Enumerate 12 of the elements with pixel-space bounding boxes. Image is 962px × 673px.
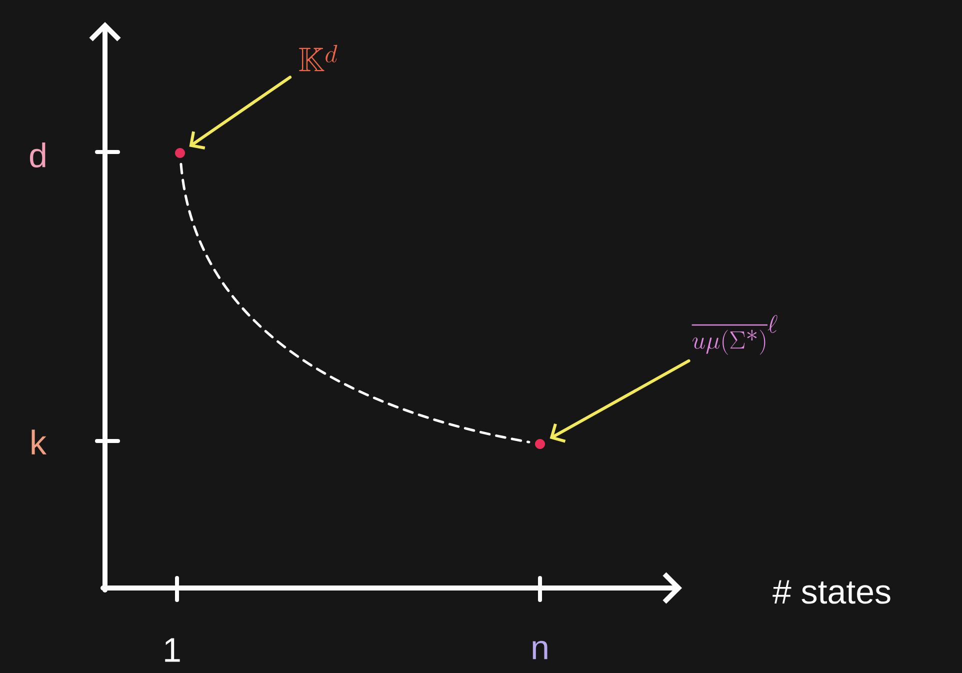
data-point <box>175 148 185 158</box>
axis-label: 1 <box>165 638 180 662</box>
axis-label: n <box>532 640 548 660</box>
axis-label: k <box>32 430 47 454</box>
field-label: $\mathbb{K}^d$ <box>299 44 338 72</box>
axis-title: # states <box>772 580 890 604</box>
data-point <box>535 439 545 449</box>
arrow <box>550 359 690 443</box>
arrow <box>189 76 292 150</box>
formula-label: $\overline{u\mu(\Sigma^*)}^{\ell}$ <box>692 315 778 355</box>
dashed-curve <box>180 162 530 444</box>
axis-label: d <box>30 142 46 168</box>
